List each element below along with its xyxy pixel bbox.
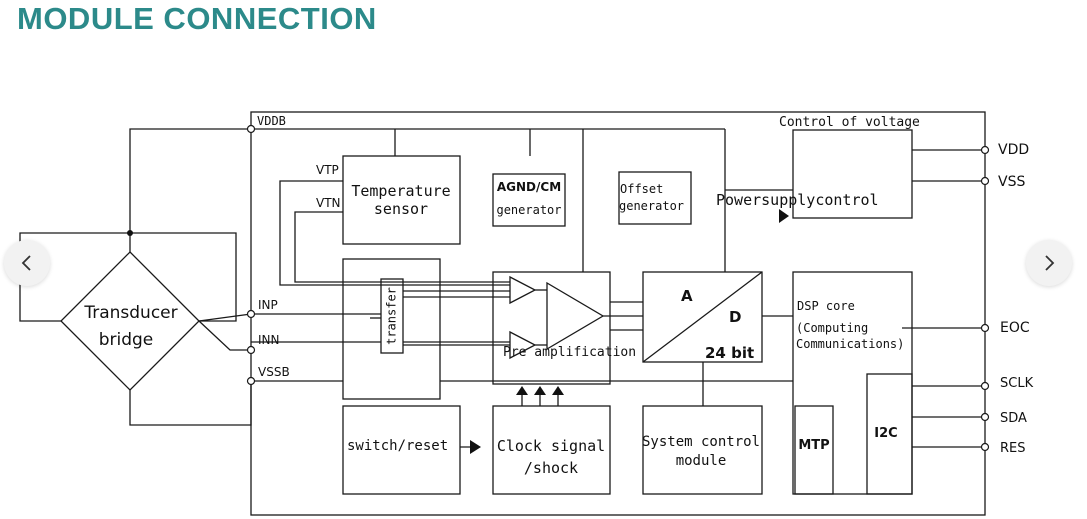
bridge-label: bridge: [99, 330, 154, 350]
carousel-prev-button[interactable]: [4, 240, 50, 286]
vtn-label: VTN: [316, 196, 341, 210]
inp-label: INP: [258, 298, 278, 312]
sclk-pin-label: SCLK: [1000, 376, 1034, 391]
transfer-label: transfer: [385, 287, 399, 345]
pre-amplification-label: Pre amplification: [503, 345, 636, 360]
dsp-core-label: DSP core: [797, 299, 855, 313]
adc-bits-label: 24 bit: [705, 344, 754, 362]
chevron-left-icon: [21, 255, 31, 271]
clock-signal-label: Clock signal: [497, 437, 605, 455]
temperature-sensor-label: Temperature: [351, 182, 450, 200]
vssb-label: VSSB: [258, 365, 290, 379]
res-pin-label: RES: [1000, 441, 1026, 456]
power-supply-control-label: Powersupplycontrol: [716, 191, 879, 209]
system-control-module-label: module: [676, 453, 727, 469]
vdd-pin-label: VDD: [998, 142, 1029, 158]
i2c-label: I2C: [874, 426, 897, 441]
sda-pin-label: SDA: [1000, 411, 1027, 426]
temperature-sensor-label-2: sensor: [374, 200, 428, 218]
carousel-next-button[interactable]: [1026, 240, 1072, 286]
vss-pin-label: VSS: [998, 174, 1025, 190]
dsp-communications-label: Communications): [796, 337, 904, 351]
transducer-label: Transducer: [83, 303, 177, 323]
mtp-label: MTP: [798, 438, 829, 453]
offset-label: Offset: [620, 182, 663, 196]
inn-label: INN: [258, 333, 280, 347]
agnd-generator-label: generator: [496, 203, 561, 217]
offset-generator-label: generator: [619, 199, 684, 213]
system-control-label: System control: [642, 434, 760, 450]
adc-d-label: D: [729, 308, 741, 326]
chevron-right-icon: [1045, 255, 1055, 271]
dsp-computing-label: (Computing: [796, 321, 868, 335]
page-title: MODULE CONNECTION: [17, 1, 377, 36]
adc-a-label: A: [681, 287, 693, 305]
agnd-label: AGND/CM: [497, 180, 561, 194]
vtp-label: VTP: [316, 163, 339, 177]
clock-shock-label: /shock: [524, 459, 578, 477]
vddb-label: VDDB: [257, 114, 286, 128]
control-of-voltage-label: Control of voltage: [779, 115, 920, 130]
eoc-pin-label: EOC: [1000, 320, 1030, 336]
switch-reset-label: switch/reset: [347, 438, 448, 454]
